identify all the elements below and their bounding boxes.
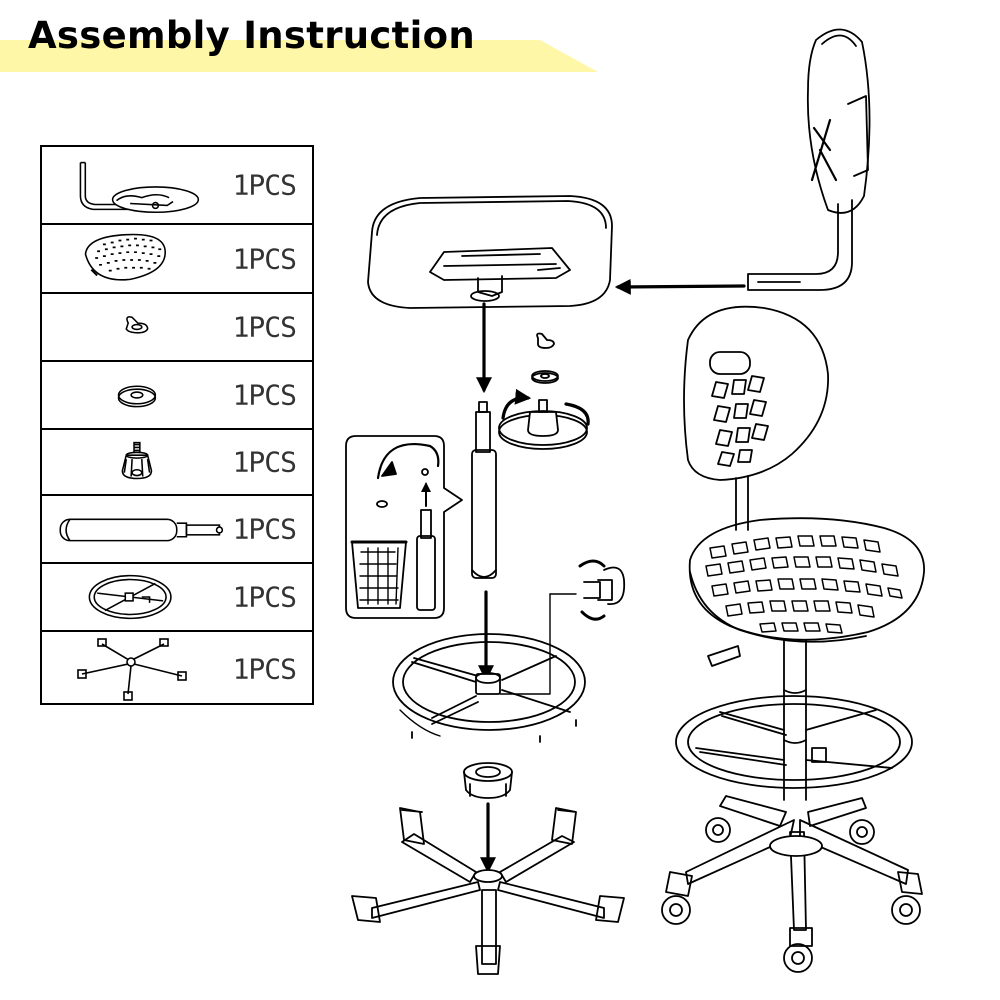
seat-underside (367, 195, 613, 309)
parts-row-base: 1PCS (42, 632, 312, 705)
gas-lift-icon (59, 518, 224, 542)
foot-ring-icon (88, 574, 172, 620)
clip-washer-knob-parts (498, 332, 590, 450)
gas-lift-exploded (471, 401, 497, 579)
part-qty: 1PCS (232, 242, 297, 275)
knob-icon (121, 441, 153, 480)
ring-knob-detail (499, 559, 626, 695)
assembled-chair (661, 305, 925, 973)
parts-row-washer: 1PCS (42, 362, 312, 430)
part-qty: 1PCS (232, 378, 297, 412)
parts-row-backrest: 1PCS (42, 147, 312, 225)
part-qty: 1PCS (232, 445, 297, 479)
part-qty: 1PCS (232, 512, 297, 546)
parts-list: 1PCS 1PCS 1PCS (40, 145, 314, 705)
seat-icon (84, 233, 166, 281)
part-qty: 1PCS (232, 168, 297, 202)
part-qty: 1PCS (232, 310, 297, 344)
foot-ring-exploded (392, 633, 586, 743)
base-cap (463, 762, 513, 799)
clip-icon (125, 316, 149, 334)
five-star-base-icon (77, 638, 187, 701)
page-title: Assembly Instruction (28, 14, 475, 57)
washer-icon (117, 385, 157, 408)
parts-row-foot-ring: 1PCS (42, 564, 312, 632)
title-banner (0, 40, 598, 72)
five-star-base-exploded (351, 807, 625, 975)
arrow-backrest-to-seat (614, 278, 746, 295)
parts-row-knob: 1PCS (42, 430, 312, 496)
backrest-bracket-icon (79, 161, 200, 214)
part-qty: 1PCS (232, 652, 297, 685)
parts-row-seat: 1PCS (42, 225, 312, 294)
parts-row-gas-lift: 1PCS (42, 496, 312, 564)
title-highlight (0, 40, 598, 72)
cap-removal-callout (345, 435, 463, 619)
part-qty: 1PCS (232, 580, 297, 614)
parts-row-clip: 1PCS (42, 294, 312, 362)
